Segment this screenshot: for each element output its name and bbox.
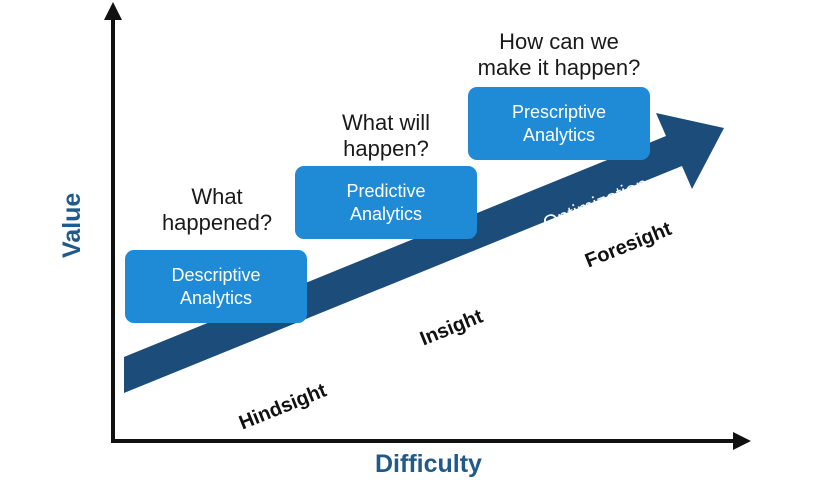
question-predictive: What will happen? — [311, 110, 461, 162]
descriptive-analytics-box: Descriptive Analytics — [125, 250, 307, 323]
question-line: make it happen? — [477, 55, 641, 80]
box-line: Analytics — [179, 287, 253, 308]
predictive-analytics-box: Predictive Analytics — [295, 166, 477, 239]
progress-arrow — [124, 113, 724, 393]
box-line: Predictive — [346, 180, 426, 201]
prescriptive-analytics-box: Prescriptive Analytics — [468, 87, 650, 160]
question-line: happen? — [343, 136, 429, 161]
y-axis-arrowhead — [104, 2, 122, 20]
question-line: How can we — [499, 29, 619, 54]
y-axis-label: Value — [58, 192, 86, 258]
box-line: Analytics — [522, 124, 596, 145]
box-line: Prescriptive — [511, 101, 607, 122]
question-line: What will — [341, 110, 430, 135]
box-line: Analytics — [349, 203, 423, 224]
question-prescriptive: How can we make it happen? — [464, 29, 654, 81]
x-axis-label: Difficulty — [375, 450, 482, 478]
question-descriptive: What happened? — [142, 184, 292, 236]
x-axis-arrowhead — [733, 432, 751, 450]
box-line: Descriptive — [171, 264, 261, 285]
question-line: happened? — [161, 210, 273, 235]
question-line: What — [191, 184, 243, 209]
